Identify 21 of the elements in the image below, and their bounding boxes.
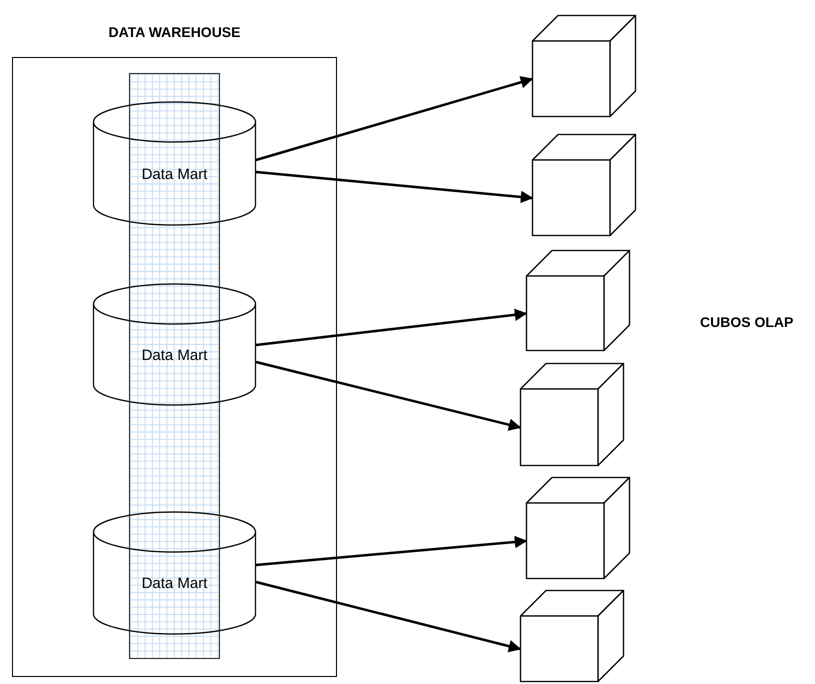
arrow xyxy=(256,76,534,162)
frame-title: DATA WAREHOUSE xyxy=(108,24,242,40)
cube-icon xyxy=(526,477,630,579)
arrow xyxy=(256,360,522,431)
cylinder-label: Data Mart xyxy=(140,575,208,592)
cube-icon xyxy=(532,134,636,236)
arrow xyxy=(256,580,522,652)
cube-icon xyxy=(520,590,624,682)
group-label: CUBOS OLAP xyxy=(700,314,794,330)
arrow xyxy=(256,308,528,346)
grid-band xyxy=(129,73,220,659)
arrow xyxy=(256,536,528,566)
database-cylinder xyxy=(93,512,256,634)
cylinder-label: Data Mart xyxy=(140,346,208,364)
database-cylinder xyxy=(93,284,256,405)
cube-icon xyxy=(520,363,624,466)
cube-icon xyxy=(526,250,630,351)
cylinder-label: Data Mart xyxy=(140,166,208,182)
database-cylinder xyxy=(93,102,256,225)
cube-icon xyxy=(532,15,636,117)
arrow xyxy=(256,170,534,204)
